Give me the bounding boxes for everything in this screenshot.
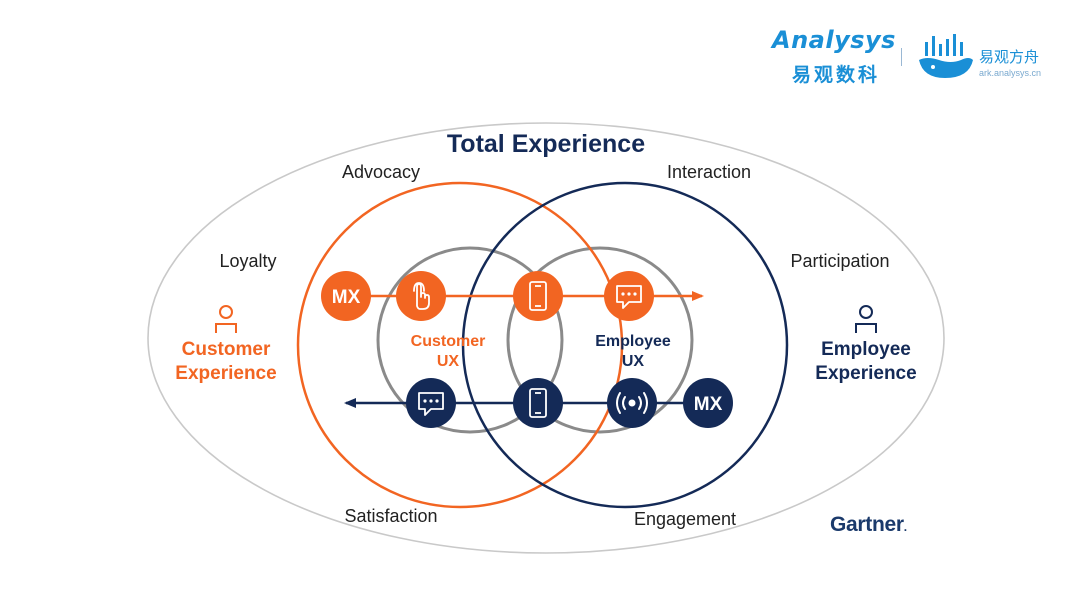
gartner-logo: Gartner. [830,513,907,537]
ark-url: ark.analysys.cn [979,68,1042,78]
participation-label: Participation [790,251,889,271]
analysys-logo: Analysys 易观数科 [772,26,895,86]
ark-logo: 易观方舟 ark.analysys.cn [915,30,1065,86]
chat-bubble-icon [616,285,642,309]
satisfaction-label: Satisfaction [344,506,437,526]
diagram-title: Total Experience [447,130,645,158]
employee-experience-label-line1: Employee [821,339,911,360]
total-experience-ellipse [147,122,945,554]
mx-node-customer [321,271,371,321]
mx-label-employee: MX [694,394,723,415]
customer-experience-label-line2: Experience [175,363,276,384]
analysys-wordmark: Analysys [772,26,896,54]
analysys-cn-name: 易观数科 [792,64,881,86]
loyalty-label: Loyalty [219,251,276,271]
employee-person-icon [855,305,877,333]
employee-ux-circle [506,246,694,434]
customer-ux-circle [376,246,564,434]
phone-node-customer [513,271,563,321]
tap-hand-icon [413,282,430,310]
employee-ux-label-line1: Employee [595,333,671,350]
customer-ux-label-line2: UX [437,353,460,370]
customer-ux-label-line1: Customer [411,333,486,350]
mobile-phone-icon [529,388,547,418]
employee-experience-circle [461,181,789,509]
mx-node-employee [683,378,733,428]
employee-experience-label-line2: Experience [815,363,916,384]
chat-node-employee [406,378,456,428]
broadcast-icon [616,392,648,414]
whale-icon [919,34,973,78]
brand-divider [901,48,902,66]
customer-experience-circle [296,181,624,509]
chat-bubble-icon [418,392,444,416]
chat-node-customer [604,271,654,321]
ark-cn-name: 易观方舟 [979,48,1040,66]
mx-label-customer: MX [332,287,361,308]
gartner-wordmark: Gartner [830,513,904,536]
engagement-label: Engagement [634,509,736,529]
mobile-phone-icon [529,281,547,311]
customer-person-icon [215,305,237,333]
advocacy-label: Advocacy [342,162,420,182]
phone-node-employee [513,378,563,428]
employee-ux-label-line2: UX [622,353,645,370]
interaction-label: Interaction [667,162,751,182]
gartner-dot: . [903,520,907,534]
customer-experience-label-line1: Customer [182,339,271,360]
